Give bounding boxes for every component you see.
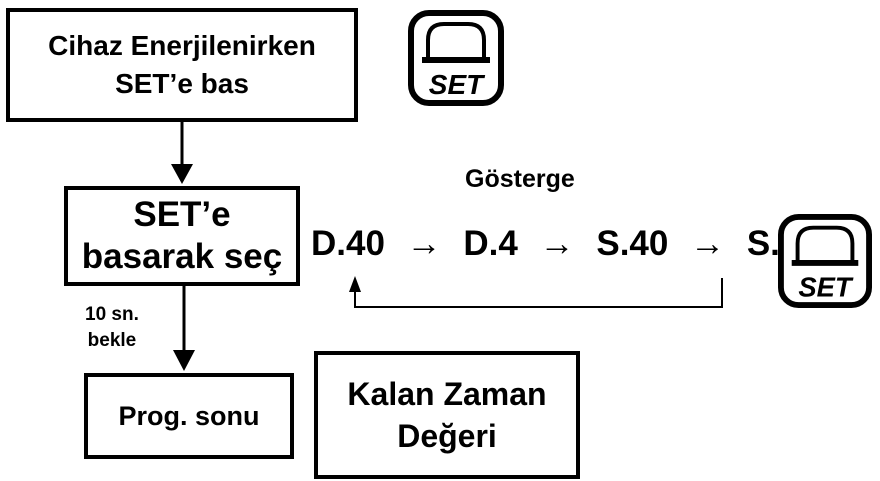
start-box-line2: SET’e bas [115, 68, 249, 99]
set-button-icon-right: SET [778, 214, 872, 313]
remaining-time-line2: Değeri [397, 418, 497, 454]
wait-label-line1: 10 sn. [85, 304, 139, 325]
sequence-arrow-2: → [539, 224, 575, 263]
set-button-icon-top: SET [408, 10, 504, 111]
sequence-arrow-1: → [406, 224, 442, 263]
end-box: Prog. sonu [84, 373, 294, 459]
end-box-label: Prog. sonu [118, 400, 260, 431]
sequence-item-d4: D.4 [463, 224, 518, 263]
arrowhead-start-select [171, 164, 193, 184]
remaining-time-line1: Kalan Zaman [347, 376, 547, 412]
sequence-item-d40: D.40 [311, 224, 385, 263]
sequence-item-s40: S.40 [596, 224, 669, 263]
set-button-label-top: SET [429, 69, 486, 100]
set-button-label-right: SET [798, 271, 854, 302]
display-sequence: D.40 → D.4 → S.40 → S.4 [311, 224, 799, 264]
wait-label: 10 sn. bekle [85, 302, 139, 354]
loop-back-line [354, 278, 723, 308]
start-box-line1: Cihaz Enerjilenirken [48, 30, 316, 61]
select-box: SET’e basarak seç [64, 186, 300, 286]
wait-label-line2: bekle [87, 330, 137, 351]
loop-back-arrowhead [349, 276, 361, 292]
select-box-line1: SET’e [133, 195, 231, 234]
display-title: Gösterge [465, 165, 575, 193]
arrowhead-select-end [173, 350, 195, 371]
sequence-arrow-3: → [690, 224, 726, 263]
remaining-time-box: Kalan Zaman Değeri [314, 351, 580, 479]
select-box-line2: basarak seç [81, 237, 283, 276]
start-box: Cihaz Enerjilenirken SET’e bas [6, 8, 358, 122]
